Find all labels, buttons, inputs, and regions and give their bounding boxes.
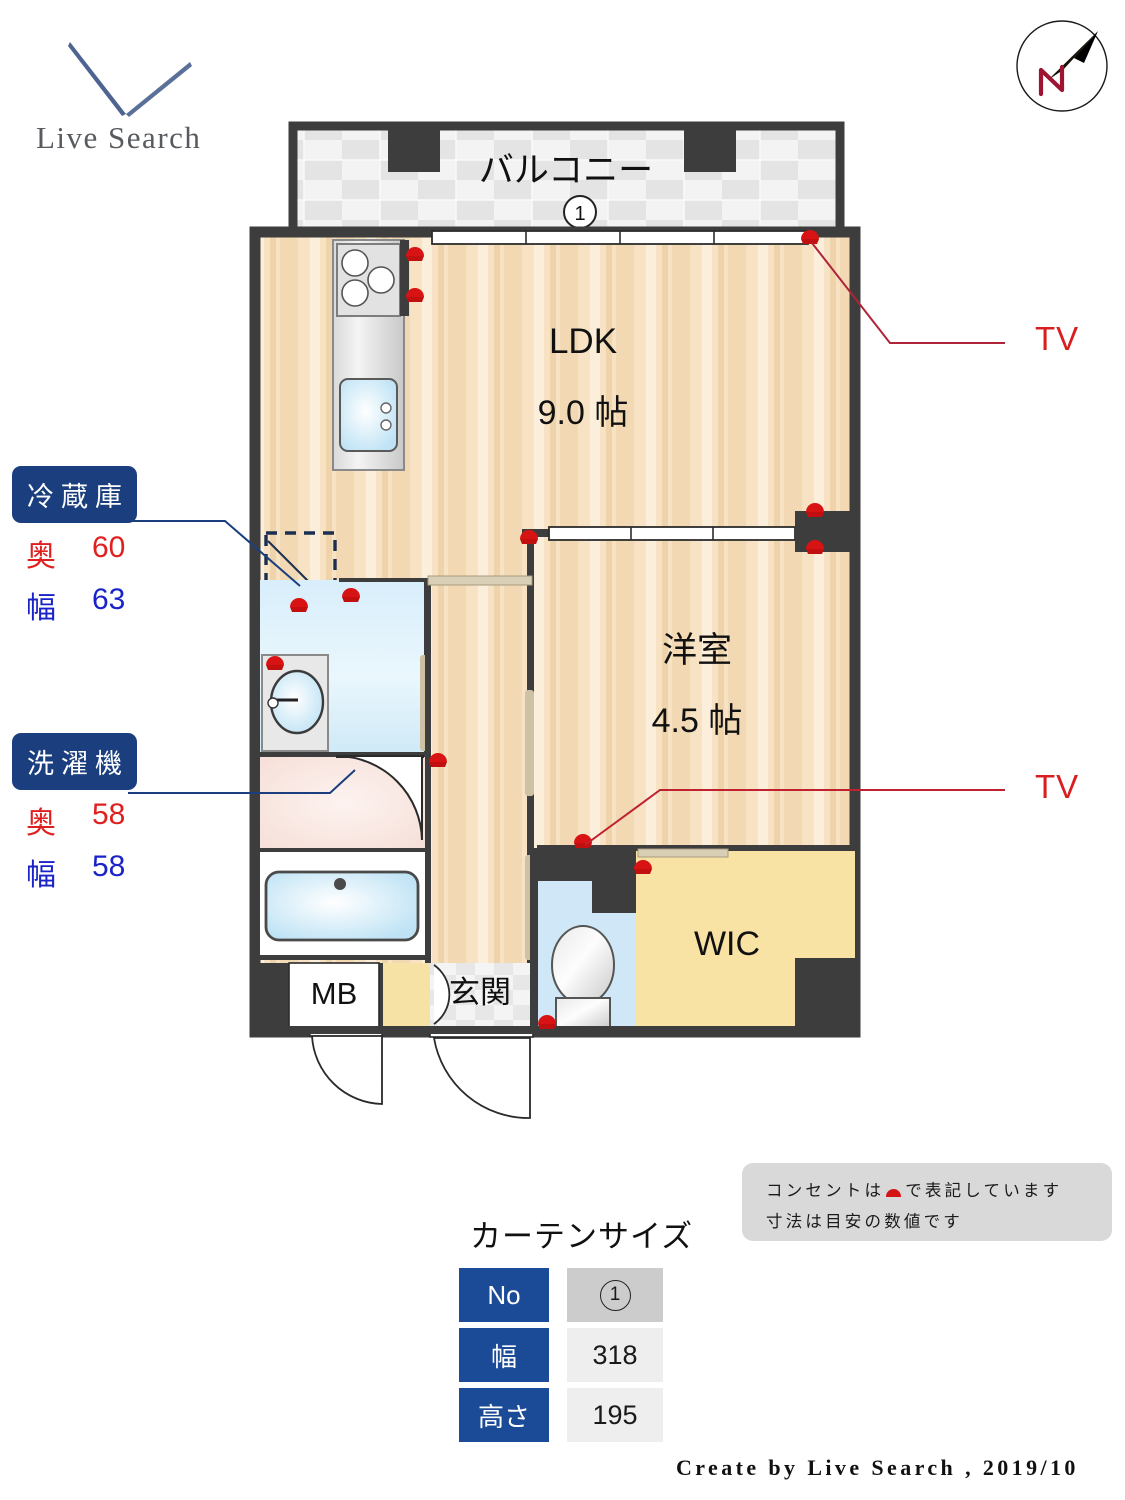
room-label-genkan: 玄関: [449, 975, 511, 1010]
room-ldk: LDK 9.0 帖: [538, 322, 629, 432]
table-row: No 1: [459, 1268, 663, 1322]
table-row: 高さ 195: [459, 1388, 663, 1442]
curtain-row-value: 195: [567, 1388, 663, 1442]
footer-credit: Create by Live Search , 2019/10: [676, 1455, 1079, 1480]
note-line-1-prefix: コンセントは: [766, 1182, 885, 1200]
note-line-2: 寸法は目安の数値です: [766, 1213, 963, 1231]
curtain-row-key: 高さ: [459, 1388, 549, 1442]
callout-depth-washing-machine: 奥 58: [12, 798, 212, 842]
compass-north-icon: [1016, 20, 1108, 112]
toilet-bowl: [551, 925, 615, 1005]
refrigerator-space: [264, 531, 337, 615]
legend-note-box: コンセントは で表記しています 寸法は目安の数値です: [742, 1163, 1112, 1241]
stove-burner-3: [367, 266, 395, 294]
room-wic: WIC: [636, 845, 855, 1033]
room-label-mb: MB: [311, 976, 358, 1011]
callout-depth-refrigerator: 奥 60: [12, 531, 212, 575]
callout-title-refrigerator: 冷蔵庫: [12, 466, 137, 523]
note-line-1-suffix: で表記しています: [905, 1182, 1063, 1200]
bathtub-drain: [334, 878, 346, 890]
curtain-marker-circle: 1: [599, 1279, 631, 1311]
room-area-bedroom: 4.5 帖: [652, 702, 743, 740]
brand-logo-text: Live Search: [36, 120, 202, 155]
room-label-ldk: LDK: [549, 322, 617, 361]
room-washroom: [258, 578, 429, 756]
width-key: 幅: [26, 592, 56, 625]
depth-key: 奥: [26, 540, 56, 573]
sliding-door-bedroom: [525, 690, 534, 796]
room-dressing: [258, 752, 428, 852]
door-swing-mb: [311, 1035, 383, 1105]
wall-washroom-left: [255, 578, 260, 963]
wic-door: [637, 848, 729, 858]
genkan-step: [383, 963, 430, 1026]
curtain-row-key: No: [459, 1268, 549, 1322]
note-line-1: コンセントは で表記しています: [766, 1176, 1112, 1207]
depth-key: 奥: [26, 807, 56, 840]
room-label-balcony: バルコニー: [479, 151, 653, 190]
bathtub: [264, 870, 420, 942]
callout-width-refrigerator: 幅 63: [12, 583, 212, 627]
toilet-tank: [555, 997, 611, 1031]
room-balcony: バルコニー 1: [288, 121, 845, 241]
room-toilet: [530, 845, 636, 1033]
room-bedroom: 洋室 4.5 帖: [522, 511, 855, 740]
wall-bottom: [255, 1026, 855, 1034]
curtain-row-key: 幅: [459, 1328, 549, 1382]
vanity-sink: [269, 669, 325, 735]
checkmark-v-icon: [68, 42, 192, 117]
depth-value: 58: [92, 798, 126, 831]
closet-swing-genkan: [433, 964, 451, 1025]
width-value: 58: [92, 850, 126, 883]
outlet-symbol-icon: [886, 1189, 902, 1197]
room-label-bedroom: 洋室: [662, 631, 732, 670]
room-genkan: 玄関: [383, 963, 534, 1119]
callout-title-washing-machine: 洗濯機: [12, 733, 137, 790]
room-bath: [258, 852, 428, 960]
curtain-marker-1: 1: [574, 203, 585, 225]
depth-value: 60: [92, 531, 126, 564]
stove-burner-1: [341, 249, 369, 277]
door-swing-dressing: [338, 755, 423, 841]
curtain-size-table: No 1 幅 318 高さ 195: [459, 1268, 663, 1448]
room-area-ldk: 9.0 帖: [538, 394, 629, 432]
door-swing-genkan: [432, 1037, 531, 1119]
kitchen-counter: [332, 239, 409, 471]
curtain-row-value: 318: [567, 1328, 663, 1382]
table-row: 幅 318: [459, 1328, 663, 1382]
callout-width-washing-machine: 幅 58: [12, 850, 212, 894]
width-key: 幅: [26, 859, 56, 892]
brand-logo: Live Search: [28, 40, 248, 170]
tv-leader-lines: [584, 242, 1005, 846]
room-label-wic: WIC: [694, 925, 760, 963]
appliance-leader-lines: [128, 520, 356, 794]
width-value: 63: [92, 583, 126, 616]
curtain-size-title: カーテンサイズ: [470, 1219, 694, 1254]
callout-refrigerator: 冷蔵庫 奥 60 幅 63: [12, 466, 212, 627]
window-ldk-balcony: [431, 230, 809, 245]
curtain-row-value: 1: [567, 1268, 663, 1322]
tv-label-ldk: TV: [1035, 320, 1080, 357]
tv-label-bedroom: TV: [1035, 768, 1080, 805]
stove-burner-2: [341, 279, 369, 307]
callout-washing-machine: 洗濯機 奥 58 幅 58: [12, 733, 212, 894]
kitchen-sink: [339, 378, 398, 452]
